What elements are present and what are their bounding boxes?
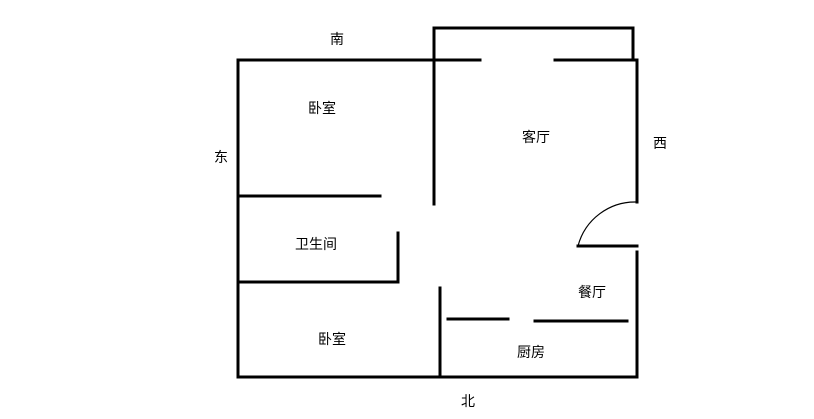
label-east: 东: [214, 150, 228, 166]
label-dining-room: 餐厅: [578, 285, 606, 301]
room-labels: 卧室 客厅 卫生间 餐厅 卧室 厨房: [295, 100, 606, 361]
label-bathroom: 卫生间: [295, 237, 337, 253]
label-north: 北: [461, 394, 475, 410]
label-bedroom-top: 卧室: [308, 100, 336, 117]
door-swing-arc: [577, 201, 638, 247]
label-kitchen: 厨房: [517, 345, 545, 361]
label-living-room: 客厅: [522, 129, 550, 146]
label-west: 西: [653, 136, 667, 152]
label-south: 南: [330, 32, 344, 48]
label-bedroom-bottom: 卧室: [318, 331, 346, 348]
balcony-wall: [432, 26, 635, 61]
walls: [236, 26, 639, 379]
direction-labels: 南 东 西 北: [214, 32, 667, 410]
